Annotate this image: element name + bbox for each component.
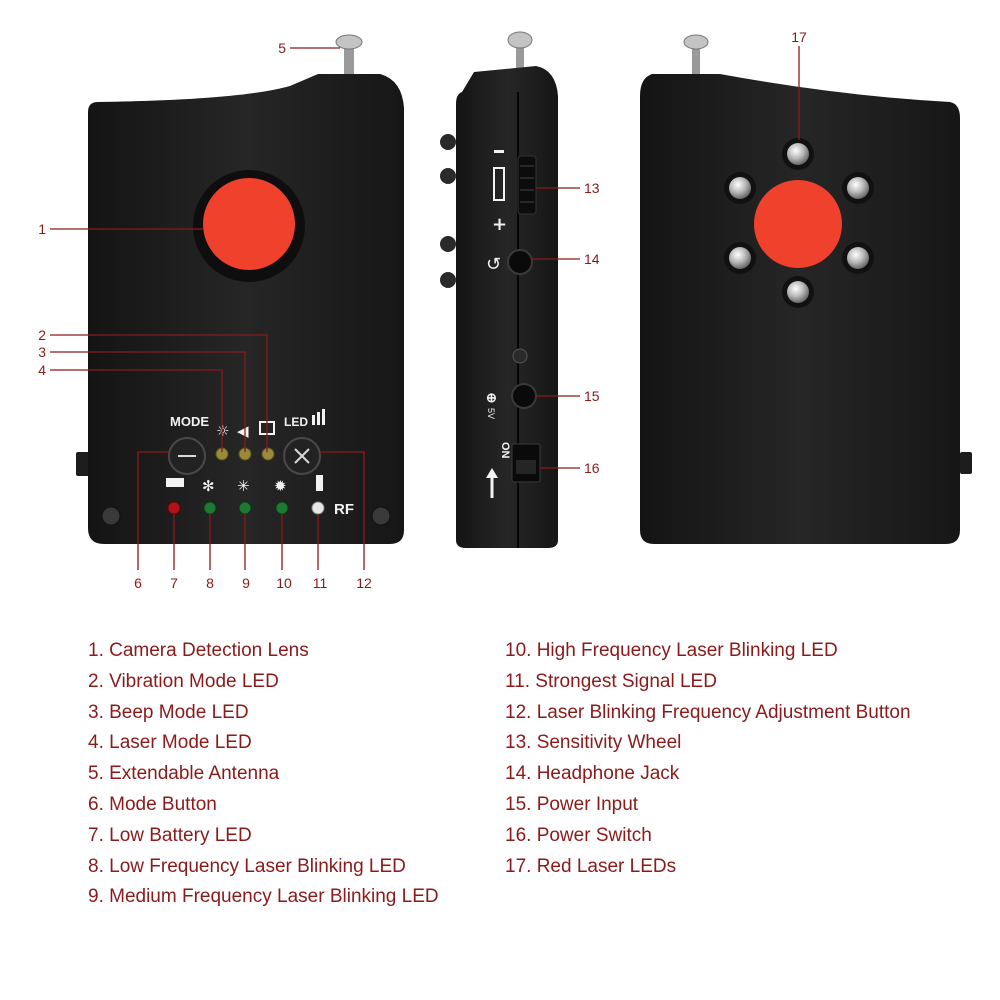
callout-number-14: 14 <box>584 251 600 267</box>
laser-led <box>787 281 809 303</box>
callout-number-15: 15 <box>584 388 600 404</box>
high-frequency-icon: ✹ <box>274 477 287 495</box>
callout-line-3 <box>50 351 246 452</box>
plus-icon: + <box>492 214 507 235</box>
callout-number-16: 16 <box>584 460 600 476</box>
front-view: MODE LED ☼ ◀ ✻ ✳ ✹ RF <box>76 34 404 544</box>
antenna-tip <box>335 34 363 50</box>
high-frequency-led <box>275 501 289 515</box>
legend-item-8: 8. Low Frequency Laser Blinking LED <box>88 855 406 877</box>
callout-line-6 <box>137 451 169 570</box>
callout-numbers: 1 2 3 4 5 6 7 8 9 10 11 12 13 14 15 16 1… <box>38 29 807 591</box>
strongest-signal-icon <box>316 475 323 491</box>
medium-frequency-led <box>238 501 252 515</box>
low-frequency-icon: ✻ <box>202 477 215 495</box>
back-red-lens <box>754 180 842 268</box>
power-input-icon: ⊕ <box>486 390 497 405</box>
legend-item-6: 6. Mode Button <box>88 793 217 815</box>
on-label: ON <box>499 442 511 459</box>
callout-number-11: 11 <box>313 575 328 591</box>
rf-label: RF <box>334 501 354 518</box>
legend-item-16: 16. Power Switch <box>505 824 652 846</box>
headphone-jack[interactable] <box>507 249 533 275</box>
callout-number-5: 5 <box>278 40 286 56</box>
legend-left-column: 1. Camera Detection Lens 2. Vibration Mo… <box>88 636 439 913</box>
laser-led <box>847 247 869 269</box>
legend-item-7: 7. Low Battery LED <box>88 824 252 846</box>
callout-number-7: 7 <box>170 575 178 591</box>
level-bar-icon <box>493 167 505 201</box>
legend-item-14: 14. Headphone Jack <box>505 763 680 785</box>
callout-number-17: 17 <box>791 29 807 45</box>
side-clip <box>76 452 90 476</box>
legend-item-4: 4. Laser Mode LED <box>88 732 252 754</box>
callout-lines <box>50 46 800 570</box>
low-battery-led <box>167 501 181 515</box>
screw-right <box>371 506 391 526</box>
legend-item-3: 3. Beep Mode LED <box>88 701 249 723</box>
legend-item-2: 2. Vibration Mode LED <box>88 670 279 692</box>
power-input[interactable] <box>511 383 537 409</box>
antenna-back <box>692 44 700 74</box>
legend-item-10: 10. High Frequency Laser Blinking LED <box>505 640 838 661</box>
callout-number-8: 8 <box>206 575 214 591</box>
callout-number-13: 13 <box>584 180 600 196</box>
device-body-back <box>640 74 960 544</box>
led-label: LED <box>284 415 308 429</box>
callout-number-3: 3 <box>38 344 46 360</box>
callout-line-2 <box>50 334 268 452</box>
antenna <box>344 44 354 74</box>
legend-item-1: 1. Camera Detection Lens <box>88 640 309 661</box>
mode-label: MODE <box>170 414 209 429</box>
laser-mode-icon: ☼ <box>216 422 229 440</box>
camera-detection-lens <box>203 178 295 270</box>
device-body-side <box>456 66 558 548</box>
laser-led <box>847 177 869 199</box>
minus-icon <box>494 150 504 153</box>
beep-mode-icon: ◀ <box>237 422 249 440</box>
screw-left <box>101 506 121 526</box>
battery-icon <box>166 478 184 487</box>
legend-item-11: 11. Strongest Signal LED <box>505 670 717 692</box>
strongest-signal-led <box>311 501 325 515</box>
callout-line-4 <box>50 369 223 452</box>
callout-number-6: 6 <box>134 575 142 591</box>
legend-item-12: 12. Laser Blinking Frequency Adjustment … <box>505 701 911 723</box>
callout-number-4: 4 <box>38 362 46 378</box>
vibration-mode-led <box>261 447 275 461</box>
legend-item-13: 13. Sensitivity Wheel <box>505 732 682 754</box>
signal-bars-icon <box>312 415 315 425</box>
side-view: + ↺ ⊕ 5V ON <box>440 31 558 548</box>
callout-number-9: 9 <box>242 575 250 591</box>
device-figure: MODE LED ☼ ◀ ✻ ✳ ✹ RF <box>38 29 972 591</box>
legend-item-15: 15. Power Input <box>505 793 639 815</box>
callout-number-1: 1 <box>38 221 46 237</box>
laser-led <box>729 247 751 269</box>
laser-led <box>729 177 751 199</box>
legend-item-9: 9. Medium Frequency Laser Blinking LED <box>88 886 439 908</box>
legend-item-17: 17. Red Laser LEDs <box>505 855 677 877</box>
red-laser-leds <box>724 138 874 308</box>
headphone-icon: ↺ <box>486 254 501 275</box>
laser-led <box>787 143 809 165</box>
callout-number-10: 10 <box>276 575 292 591</box>
low-frequency-led <box>203 501 217 515</box>
medium-frequency-icon: ✳ <box>237 477 250 495</box>
callout-number-12: 12 <box>356 575 372 591</box>
antenna-side <box>516 48 524 72</box>
callout-number-2: 2 <box>38 327 46 343</box>
legend-right-column: 10. High Frequency Laser Blinking LED 11… <box>505 636 911 882</box>
power-label: 5V <box>486 408 496 419</box>
sensitivity-wheel[interactable] <box>517 155 537 215</box>
callout-line-12 <box>320 451 365 570</box>
device-body-front <box>88 74 404 544</box>
legend-item-5: 5. Extendable Antenna <box>88 763 280 785</box>
back-view <box>640 34 972 544</box>
